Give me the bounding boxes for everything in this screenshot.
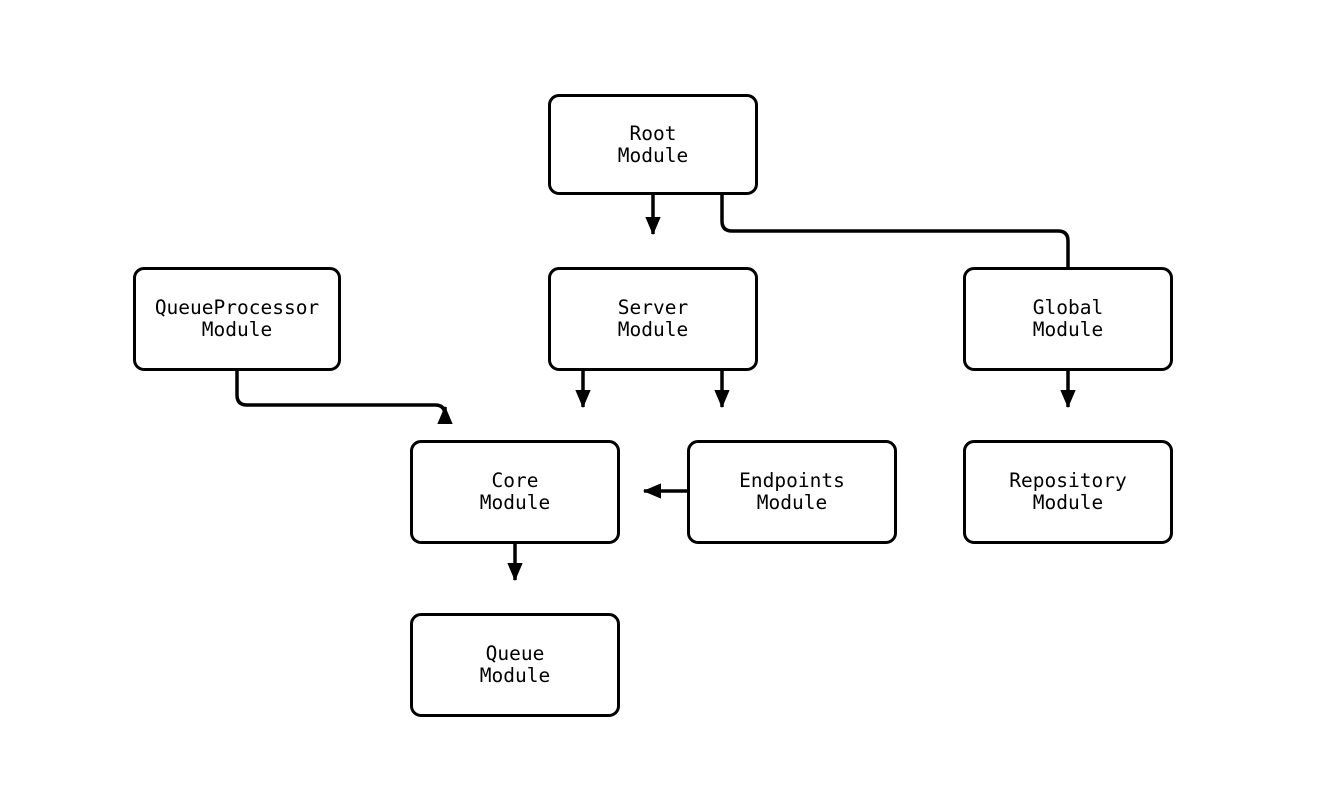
- node-queue-line1: Queue: [485, 642, 545, 665]
- node-queue[interactable]: Queue Module: [410, 613, 620, 717]
- node-repository-line2: Module: [1032, 491, 1104, 514]
- node-core[interactable]: Core Module: [410, 440, 620, 544]
- node-global[interactable]: Global Module: [963, 267, 1173, 371]
- node-root[interactable]: Root Module: [548, 94, 758, 195]
- node-endpoints-line1: Endpoints: [739, 469, 845, 492]
- node-endpoints-line2: Module: [756, 491, 828, 514]
- node-queueprocessor-line1: QueueProcessor: [154, 296, 320, 319]
- node-root-line2: Module: [617, 143, 689, 167]
- node-repository[interactable]: Repository Module: [963, 440, 1173, 544]
- node-endpoints[interactable]: Endpoints Module: [687, 440, 897, 544]
- node-queueprocessor[interactable]: QueueProcessor Module: [133, 267, 341, 371]
- edge-queueprocessor-to-core: [235, 371, 453, 425]
- node-repository-line1: Repository: [1009, 469, 1127, 492]
- node-server[interactable]: Server Module: [548, 267, 758, 371]
- node-queueprocessor-line2: Module: [201, 318, 273, 341]
- node-queue-line2: Module: [479, 664, 551, 687]
- node-global-line2: Module: [1032, 318, 1104, 341]
- node-server-line2: Module: [617, 318, 689, 341]
- node-root-line1: Root: [629, 121, 677, 145]
- node-core-line1: Core: [491, 469, 539, 492]
- node-core-line2: Module: [479, 491, 551, 514]
- node-global-line1: Global: [1032, 296, 1104, 319]
- node-server-line1: Server: [617, 296, 689, 319]
